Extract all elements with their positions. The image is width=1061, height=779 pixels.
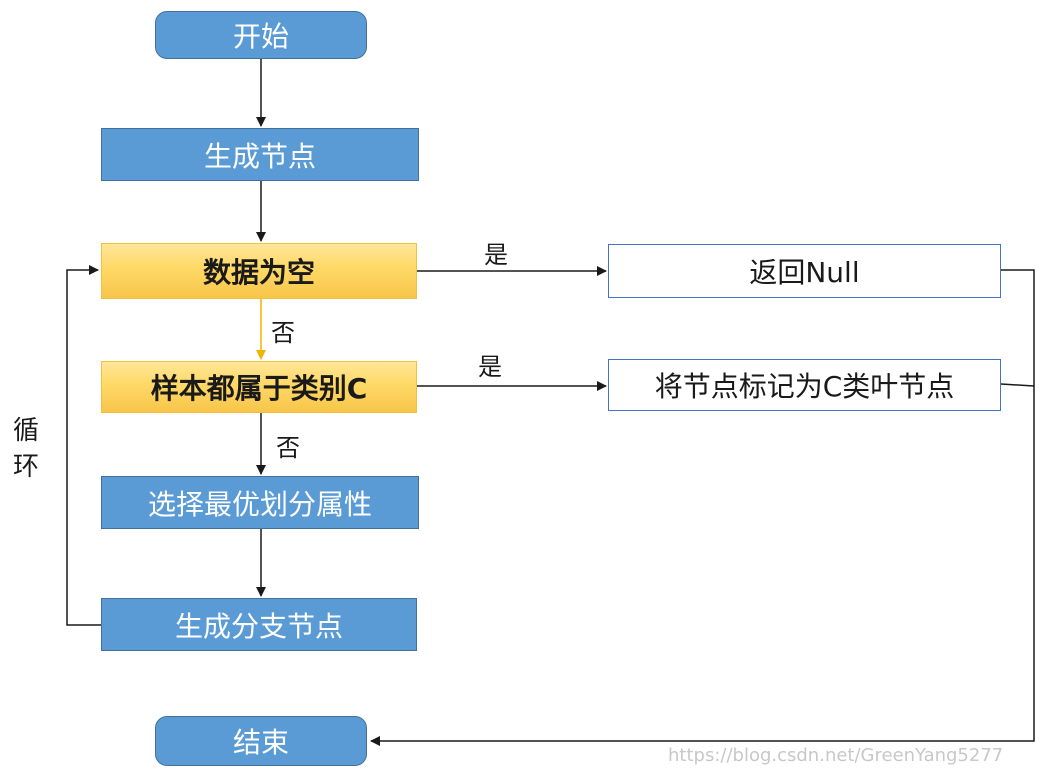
loop-label-char-1: 循 <box>13 416 40 446</box>
connector-mark-leaf-to-merge <box>1000 383 1035 387</box>
data-empty-decision: 数据为空 <box>101 243 417 299</box>
create-branch-box: 生成分支节点 <box>101 598 417 651</box>
connector-return-null-to-end <box>370 269 1035 746</box>
yes-label-same-class: 是 <box>478 353 502 381</box>
loop-back-connector <box>66 265 101 626</box>
yes-label-data-empty: 是 <box>484 241 508 269</box>
return-null-box: 返回Null <box>608 244 1001 298</box>
same-class-decision: 样本都属于类别C <box>101 361 417 413</box>
start-node: 开始 <box>155 11 367 59</box>
create-node-box: 生成节点 <box>101 128 419 181</box>
no-label-data-empty: 否 <box>271 319 295 347</box>
mark-leaf-box: 将节点标记为C类叶节点 <box>608 359 1001 411</box>
end-node: 结束 <box>155 716 367 766</box>
no-label-same-class: 否 <box>276 434 300 462</box>
select-attribute-box: 选择最优划分属性 <box>101 476 419 529</box>
watermark-text: https://blog.csdn.net/GreenYang5277 <box>668 745 1004 766</box>
loop-label-char-2: 环 <box>13 452 40 482</box>
